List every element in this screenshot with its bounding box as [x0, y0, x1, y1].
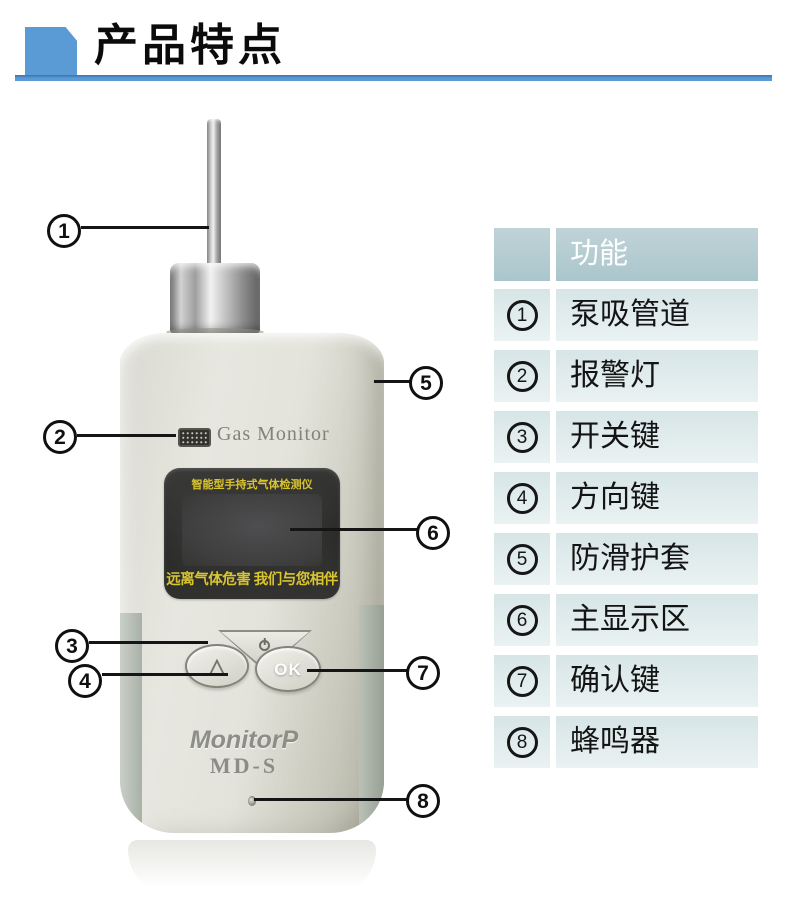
feature-table: 功能 1 泵吸管道 2 报警灯 3 开关键 4 方向键 — [494, 228, 758, 777]
row-label: 开关键 — [556, 411, 758, 463]
row-label: 蜂鸣器 — [556, 716, 758, 768]
row-number-badge: 1 — [506, 299, 538, 331]
callout-badge-7: 7 — [406, 656, 440, 690]
display-top-text: 智能型手持式气体检测仪 — [191, 479, 313, 491]
table-row: 4 方向键 — [494, 472, 758, 524]
callout-line-2 — [77, 434, 176, 437]
device-logo: MonitorP — [189, 726, 299, 754]
row-number-badge: 6 — [506, 604, 538, 636]
alarm-led — [178, 428, 211, 447]
row-number-badge: 3 — [506, 421, 538, 453]
row-label: 确认键 — [556, 655, 758, 707]
callout-badge-5: 5 — [409, 366, 443, 400]
row-num-cell: 5 — [494, 533, 550, 585]
table-header-num-cell — [494, 228, 550, 281]
device-reflection — [128, 840, 376, 896]
callout-line-7 — [307, 669, 407, 672]
power-icon-stem — [263, 638, 266, 645]
device-brand-text: Gas Monitor — [217, 423, 330, 445]
row-number-badge: 4 — [506, 482, 538, 514]
row-num-cell: 8 — [494, 716, 550, 768]
table-header-label: 功能 — [556, 228, 758, 281]
callout-badge-8: 8 — [406, 784, 440, 818]
direction-button: △ — [185, 644, 249, 688]
row-number-badge: 8 — [506, 726, 538, 758]
row-num-cell: 1 — [494, 289, 550, 341]
callout-line-6 — [290, 528, 417, 531]
row-num-cell: 6 — [494, 594, 550, 646]
callout-line-3 — [89, 641, 208, 644]
pump-inlet-probe — [207, 119, 221, 269]
table-row: 1 泵吸管道 — [494, 289, 758, 341]
callout-line-1 — [81, 226, 209, 229]
callout-badge-4: 4 — [68, 664, 102, 698]
power-icon — [259, 638, 270, 651]
display-bottom-text: 远离气体危害 我们与您相伴 — [166, 572, 338, 588]
row-num-cell: 7 — [494, 655, 550, 707]
row-num-cell: 4 — [494, 472, 550, 524]
up-triangle-icon: △ — [208, 654, 226, 678]
buzzer-hole — [248, 796, 256, 806]
callout-badge-1: 1 — [47, 214, 81, 248]
table-row: 6 主显示区 — [494, 594, 758, 646]
row-label: 主显示区 — [556, 594, 758, 646]
table-row: 3 开关键 — [494, 411, 758, 463]
table-header-row: 功能 — [494, 228, 758, 281]
callout-badge-6: 6 — [416, 516, 450, 550]
probe-collar — [170, 263, 260, 333]
row-label: 方向键 — [556, 472, 758, 524]
callout-line-5 — [374, 380, 410, 383]
header-accent-square — [25, 27, 77, 80]
table-row: 7 确认键 — [494, 655, 758, 707]
row-label: 泵吸管道 — [556, 289, 758, 341]
callout-line-8 — [254, 798, 407, 801]
row-number-badge: 7 — [506, 665, 538, 697]
callout-badge-3: 3 — [55, 629, 89, 663]
table-row: 2 报警灯 — [494, 350, 758, 402]
page-title: 产品特点 — [94, 21, 286, 70]
row-num-cell: 3 — [494, 411, 550, 463]
collar-shadow — [166, 328, 264, 336]
row-label: 报警灯 — [556, 350, 758, 402]
table-row: 5 防滑护套 — [494, 533, 758, 585]
row-number-badge: 2 — [506, 360, 538, 392]
device-model: MD-S — [209, 753, 279, 778]
main-display: 智能型手持式气体检测仪 远离气体危害 我们与您相伴 — [164, 468, 340, 599]
left-grip — [120, 613, 142, 833]
row-num-cell: 2 — [494, 350, 550, 402]
callout-line-4 — [102, 673, 228, 676]
row-number-badge: 5 — [506, 543, 538, 575]
row-label: 防滑护套 — [556, 533, 758, 585]
header-divider — [15, 75, 772, 81]
callout-badge-2: 2 — [43, 420, 77, 454]
ok-button-label: OK — [274, 659, 302, 679]
right-grip — [359, 605, 384, 833]
table-row: 8 蜂鸣器 — [494, 716, 758, 768]
